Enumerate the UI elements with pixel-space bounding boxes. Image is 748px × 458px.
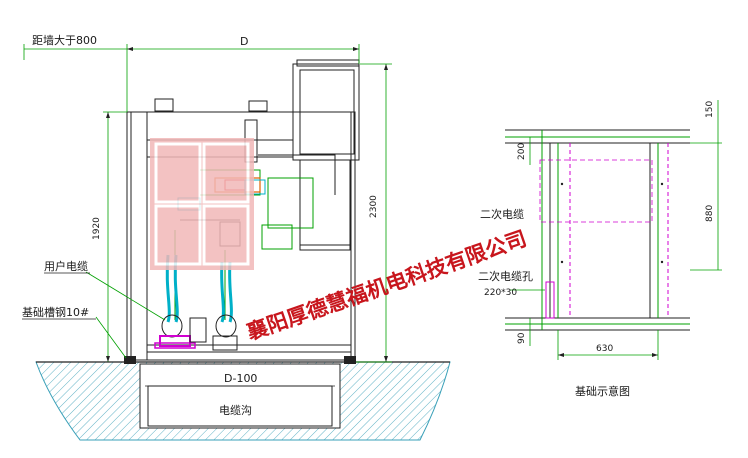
logo-watermark [150,138,254,270]
label-dim-150: 150 [705,101,715,118]
label-foundation-title: 基础示意图 [575,384,630,398]
label-dim-880: 880 [705,205,715,222]
label-dim-630: 630 [596,344,613,354]
label-height-inner: 1920 [92,217,102,240]
foundation-plan [505,129,690,331]
ground-section [35,361,451,441]
dimensions-left [23,44,392,387]
label-wall-distance: 距墙大于800 [32,33,97,47]
label-secondary-cable-hole: 二次电缆孔 [478,269,533,283]
label-cable-trench: 电缆沟 [219,404,252,417]
label-trench-width: D-100 [224,372,257,385]
label-user-cable: 用户电缆 [44,259,88,273]
label-dim-200: 200 [517,143,527,160]
label-depth: D [240,35,248,48]
label-hole-size: 220*30 [484,288,517,298]
label-secondary-cable-top: 二次电缆 [480,207,524,221]
dimensions-right [510,100,722,360]
breaker-unit [267,177,314,229]
label-foundation-channel: 基础槽钢10# [22,306,89,319]
label-height-total: 2300 [369,195,379,218]
label-dim-90: 90 [517,332,527,344]
